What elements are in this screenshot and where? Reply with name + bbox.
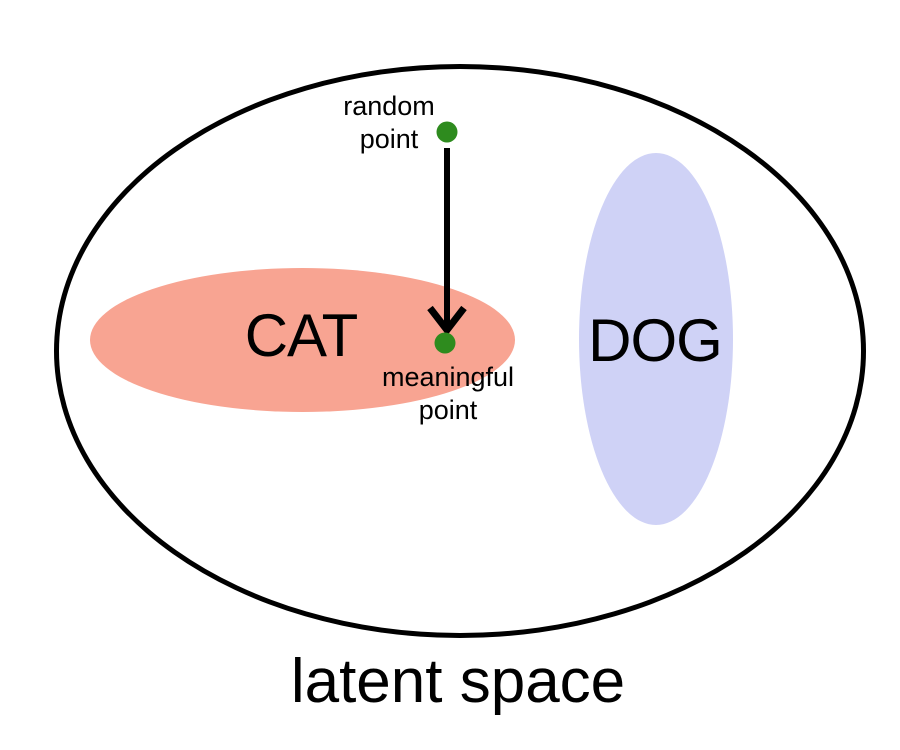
meaningful-point-label-line2: point xyxy=(418,395,478,425)
cat-cluster-label: CAT xyxy=(244,302,359,369)
random-point-label-line1: random xyxy=(343,91,435,121)
meaningful-point-label-line1: meaningful xyxy=(381,362,515,392)
random-point-dot xyxy=(436,121,458,143)
meaningful-point-dot xyxy=(434,332,456,354)
random-point-label-line2: point xyxy=(359,124,419,154)
meaningful-point-label: meaningful point xyxy=(382,361,514,427)
dog-cluster-ellipse xyxy=(579,153,733,525)
dog-cluster-label: DOG xyxy=(588,307,723,374)
latent-space-ellipse xyxy=(54,64,866,638)
random-point-label: random point xyxy=(343,90,435,156)
latent-space-title: latent space xyxy=(290,647,626,716)
